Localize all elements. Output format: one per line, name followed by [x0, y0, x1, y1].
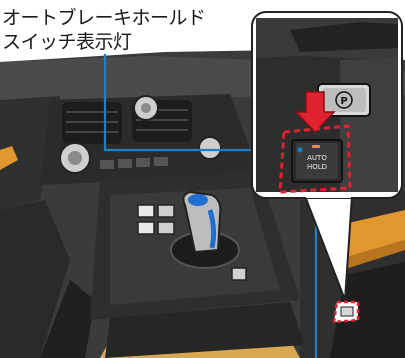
- zoom-balloon: P AUTO HOLD: [251, 11, 403, 301]
- press-arrow-icon: [294, 91, 336, 134]
- orange-trim-left: [0, 146, 18, 170]
- auto-hold-indicator-light: [312, 145, 320, 148]
- callout-label-line-1: オートブレーキホールド: [2, 7, 206, 29]
- shift-knob-accent: [188, 194, 208, 206]
- callout-label-line-2: スイッチ表示灯: [2, 31, 132, 53]
- callout-leader-line: [103, 54, 298, 152]
- auto-hold-highlight: [278, 124, 352, 194]
- auto-hold-label-top: AUTO: [307, 154, 327, 162]
- auto-hold-label-bottom: HOLD: [307, 163, 327, 171]
- center-console: [90, 172, 360, 358]
- magnified-switch-panel: P AUTO HOLD: [256, 18, 398, 194]
- parking-p-icon: [335, 91, 353, 109]
- climate-knob-small: [198, 136, 222, 160]
- parking-symbol: P: [340, 96, 347, 107]
- center-stack: [40, 94, 260, 185]
